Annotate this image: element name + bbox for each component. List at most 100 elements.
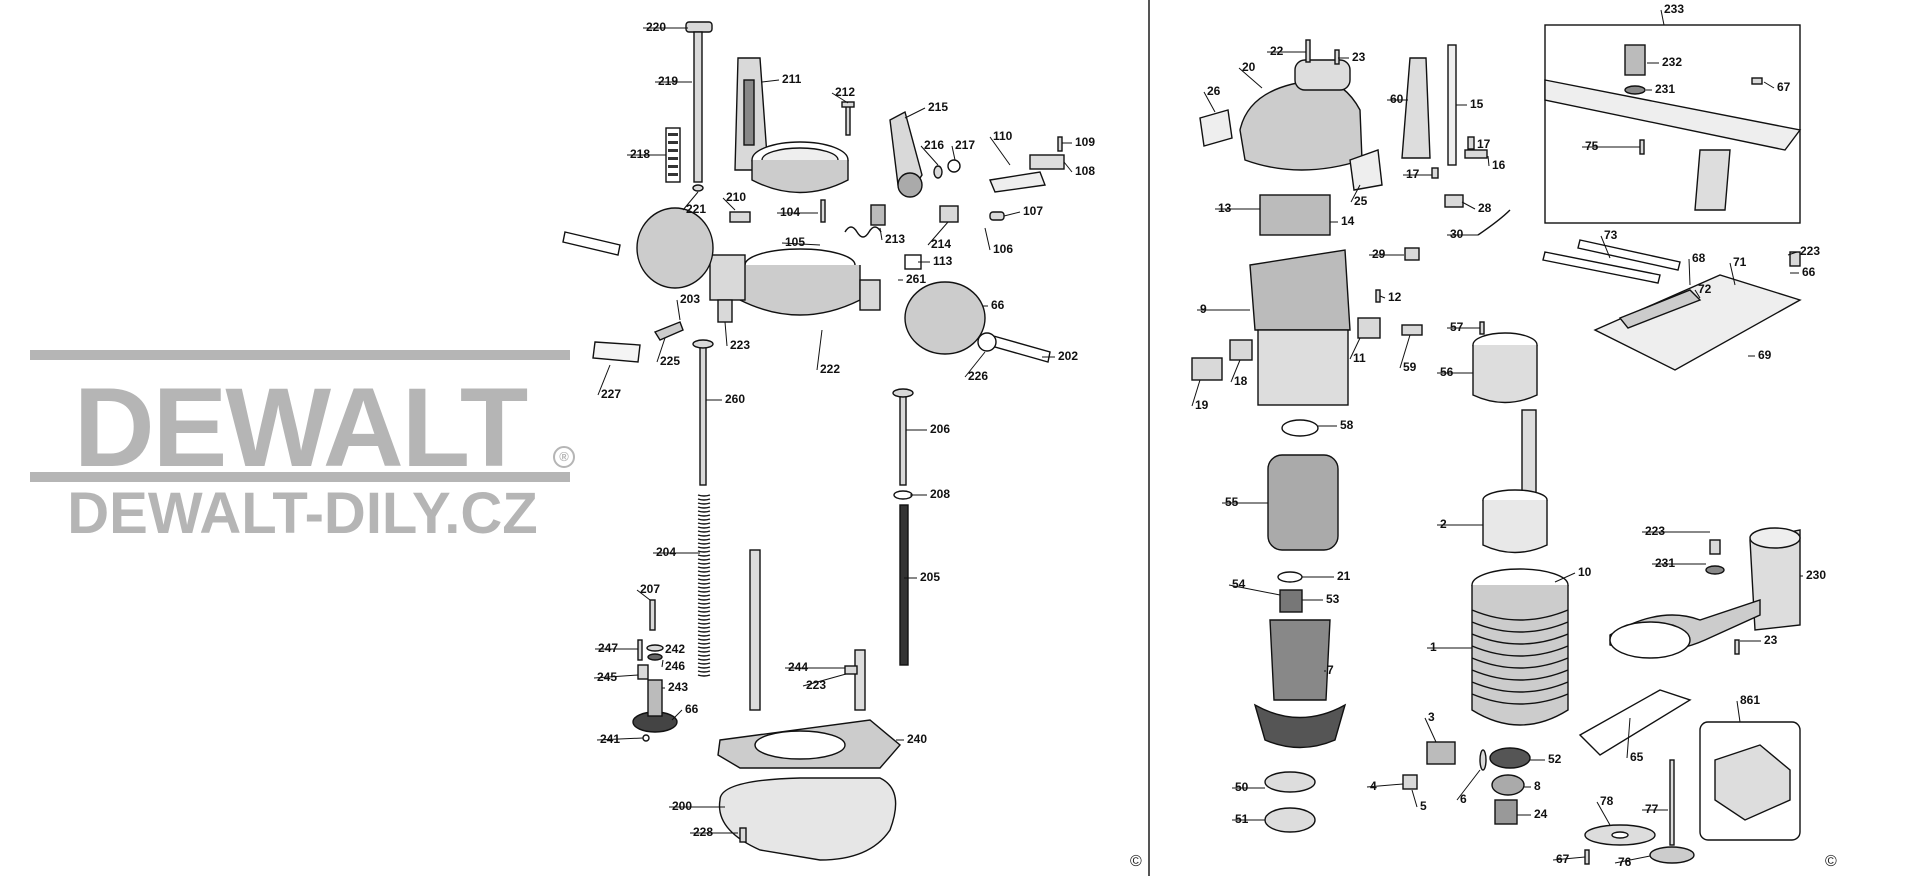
part-17 [1467, 136, 1475, 150]
part-106 [989, 211, 1005, 221]
spring-coil [697, 570, 711, 573]
switch-block [1259, 194, 1331, 236]
rod-73a [1577, 239, 1681, 271]
callout-label: 57 [1450, 320, 1464, 334]
screw-247 [649, 599, 656, 631]
leader-line [1614, 855, 1651, 864]
part-223 [653, 321, 684, 341]
leader-line [1600, 235, 1611, 259]
scale-tick [668, 133, 678, 136]
copyright-right: © [1825, 853, 1837, 870]
callout-label: 52 [1548, 752, 1562, 766]
spring-coil [697, 506, 711, 509]
logo-site-text: DEWALT-DILY.CZ [67, 481, 538, 546]
bolt-226 [987, 334, 1051, 363]
column-right [854, 649, 866, 711]
leader-line [920, 145, 939, 166]
callout-label: 60 [1390, 92, 1404, 106]
callout-label: 242 [665, 642, 685, 656]
leader-line [1424, 717, 1437, 743]
leader-line [661, 659, 664, 668]
screw-12 [1375, 289, 1381, 303]
callout-label: 66 [991, 298, 1005, 312]
pin [933, 165, 943, 179]
ring-2-body [1482, 500, 1548, 554]
guide-rail [1544, 79, 1802, 151]
leader-line [1379, 295, 1386, 299]
screw-223b [1709, 539, 1721, 555]
part-222 [717, 299, 733, 323]
screw-223-66 [1789, 251, 1801, 267]
nut [947, 159, 961, 173]
motor-housing-9 [1249, 249, 1351, 331]
callout-label: 67 [1777, 80, 1791, 94]
spring-coil [697, 642, 711, 645]
callout-label: 76 [1618, 855, 1632, 869]
spring-coil [697, 670, 711, 673]
spring-59 [1401, 324, 1423, 336]
washer-227 [977, 332, 997, 352]
leader-line [1349, 337, 1361, 360]
base-opening [754, 730, 846, 760]
leader-line [831, 92, 849, 104]
bearing-50 [1264, 771, 1316, 793]
switch-3 [1426, 741, 1456, 765]
spring-coil [697, 586, 711, 589]
callout-label: 19 [1195, 398, 1209, 412]
screw-23b [1734, 639, 1740, 655]
motor-housing-lower [1257, 329, 1349, 406]
scale-tick [668, 165, 678, 168]
callout-label: 18 [1234, 374, 1248, 388]
spring-coil [697, 606, 711, 609]
callout-label: 6 [1460, 792, 1467, 806]
leader-line [1191, 379, 1201, 407]
spring-coil [697, 594, 711, 597]
callout-label: 14 [1341, 214, 1355, 228]
sub-base-228 [718, 777, 897, 861]
part-29 [1404, 247, 1420, 261]
housing-rib [1471, 693, 1569, 705]
housing-230-top [1749, 527, 1801, 549]
callout-label: 67 [1556, 852, 1570, 866]
spring-coil [697, 654, 711, 657]
housing-right-post [859, 279, 881, 311]
leader-line [1626, 717, 1631, 759]
spring-coil [697, 494, 711, 497]
callout-label: 110 [993, 129, 1013, 143]
spring-coil [697, 634, 711, 637]
leader-line [802, 673, 847, 687]
callout-label: 13 [1218, 201, 1232, 215]
case-861 [1714, 744, 1791, 821]
edge-guide-bracket [1694, 149, 1731, 211]
callout-label: 69 [1758, 348, 1772, 362]
spring-coil [697, 626, 711, 629]
callout-label: 226 [968, 369, 988, 383]
adapter-rail [1618, 289, 1702, 329]
housing-body [739, 265, 861, 316]
turret-slot [743, 79, 755, 146]
spring-coil [697, 502, 711, 505]
leader-line [927, 221, 949, 246]
scale-tick [668, 157, 678, 160]
callout-label: 75 [1585, 139, 1599, 153]
callout-label: 29 [1372, 247, 1386, 261]
callout-label: 231 [1655, 82, 1675, 96]
logo-top-bar [30, 350, 570, 360]
callout-label: 244 [788, 660, 808, 674]
callout-label: 206 [930, 422, 950, 436]
part-107 [939, 205, 959, 223]
leader-line [1456, 769, 1481, 801]
spring-coil [697, 590, 711, 593]
rod-206 [699, 344, 707, 486]
collet-24 [1494, 799, 1518, 825]
leader-line [1694, 289, 1701, 299]
callout-label: 23 [1352, 50, 1366, 64]
leader-line [597, 364, 611, 396]
lever-hub [897, 172, 923, 198]
brush-11 [1357, 317, 1381, 339]
spring-coil [697, 646, 711, 649]
callout-label: 66 [1802, 265, 1816, 279]
housing-rib [1471, 621, 1569, 633]
leader-line [1399, 334, 1411, 369]
leader-line [1350, 184, 1361, 203]
